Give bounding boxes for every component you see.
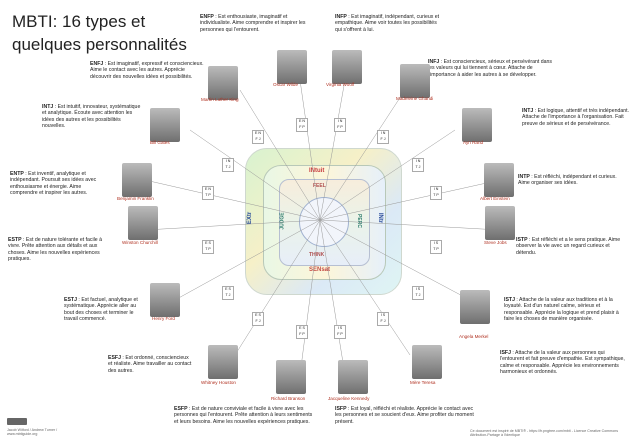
type-desc-entp: ENTP : Est inventif, analytique et indép… bbox=[10, 171, 97, 197]
portrait-enfj bbox=[208, 66, 238, 100]
portrait-intp bbox=[484, 163, 514, 197]
inner-label-top: FEEL bbox=[313, 183, 326, 189]
type-desc-intj-rand: INTJ : Est logique, attentif et très ind… bbox=[522, 108, 629, 127]
portrait-infj bbox=[400, 64, 430, 98]
ring-label-top: INtuit bbox=[309, 168, 325, 174]
portrait-istj bbox=[460, 290, 490, 324]
portrait-isfj bbox=[412, 345, 442, 379]
name-esfp: Richard Branson bbox=[271, 396, 306, 401]
type-desc-infj: INFJ : Est consciencieux, sérieux et per… bbox=[428, 59, 552, 78]
name-estp: Winston Churchill bbox=[122, 240, 158, 245]
portrait-intj-gates bbox=[150, 108, 180, 142]
page-title: MBTI: 16 types et quelques personnalités bbox=[12, 12, 187, 54]
name-enfj: Martin Luther King bbox=[201, 97, 239, 102]
name-istj: Angela Merkel bbox=[459, 334, 489, 339]
portrait-estj bbox=[150, 283, 180, 317]
type-desc-infp: INFP : Est imaginatif, indépendant, curi… bbox=[335, 14, 440, 33]
portrait-esfj bbox=[208, 345, 238, 379]
portrait-isfp bbox=[338, 360, 368, 394]
footer-left: Jacob Wilford / Andrew Turner / www.mbti… bbox=[7, 428, 58, 436]
name-istp: Steve Jobs bbox=[484, 240, 507, 245]
footer-right: Ce document est inspiré de MBTI® - https… bbox=[470, 429, 619, 437]
type-desc-esfp: ESFP : Est de nature conviviale et facil… bbox=[174, 406, 313, 425]
type-desc-enfp: ENFP : Est enthousiaste, imaginatif et i… bbox=[200, 14, 306, 33]
ring-label-bottom: SENsat bbox=[309, 267, 331, 273]
type-desc-istj: ISTJ : Attache de la valeur aux traditio… bbox=[504, 297, 619, 323]
portrait-intj-rand bbox=[462, 108, 492, 142]
name-intj-rand: Ayn Rand bbox=[463, 140, 484, 145]
cc-license-icon bbox=[7, 418, 27, 425]
portrait-esfp bbox=[276, 360, 306, 394]
portrait-estp bbox=[128, 206, 158, 240]
name-entp: Benjamin Franklin bbox=[117, 196, 154, 201]
type-desc-esfj: ESFJ : Est ordonné, consciencieux et réa… bbox=[108, 355, 192, 374]
name-intp: Albert Einstein bbox=[480, 196, 510, 201]
name-esfj: Whitney Houston bbox=[201, 380, 236, 385]
name-isfj: Mère Teresa bbox=[410, 380, 436, 385]
type-desc-isfp: ISFP : Est loyal, réfléchi et réaliste. … bbox=[335, 406, 474, 425]
type-desc-estp: ESTP : Est de nature tolérante et facile… bbox=[8, 237, 103, 263]
portrait-entp bbox=[122, 163, 152, 197]
name-estj: Henry Ford bbox=[152, 316, 175, 321]
type-desc-intp: INTP : Est réfléchi, indépendant et curi… bbox=[518, 174, 617, 187]
inner-label-bottom: THINK bbox=[309, 252, 325, 258]
name-intj-gates: Bill Gates bbox=[150, 140, 170, 145]
name-infp: Virginia Woolf bbox=[326, 82, 355, 87]
portrait-istp bbox=[485, 206, 515, 240]
name-isfp: Jacqueline Kennedy bbox=[328, 396, 370, 401]
type-desc-intj-gates: INTJ : Est intuitif, innovateur, systéma… bbox=[42, 104, 141, 130]
name-infj: Madeleine Ghandi bbox=[396, 96, 434, 101]
type-desc-isfj: ISFJ : Attache de la valeur aux personne… bbox=[500, 350, 625, 376]
type-desc-istp: ISTP : Est réfléchi et a le sens pratiqu… bbox=[516, 237, 621, 256]
portrait-infp bbox=[332, 50, 362, 84]
portrait-enfp bbox=[277, 50, 307, 84]
type-desc-estj: ESTJ : Est factuel, analytique et systém… bbox=[64, 297, 138, 323]
name-enfp: Oscar Wilde bbox=[273, 82, 299, 87]
type-desc-enfj: ENFJ : Est imaginatif, expressif et cons… bbox=[90, 61, 204, 80]
